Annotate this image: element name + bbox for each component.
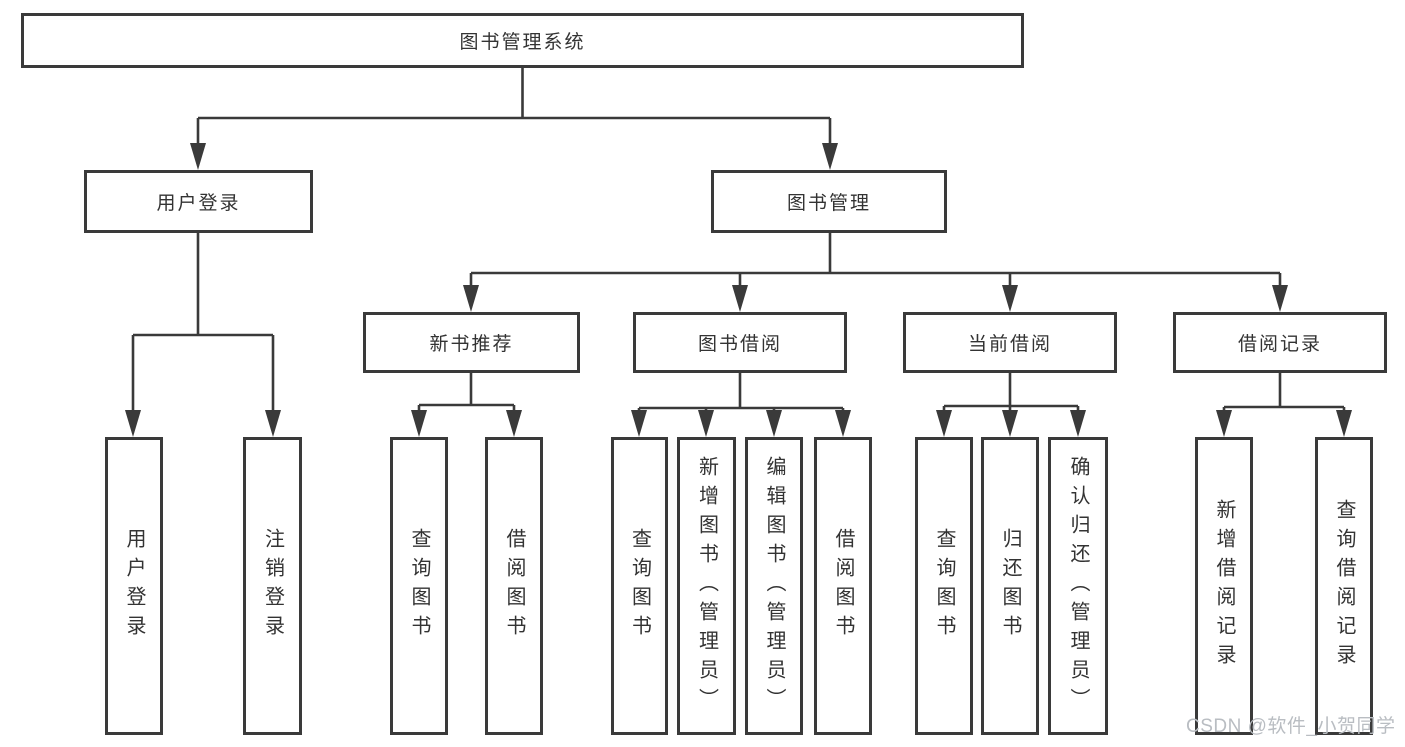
node-current-borrowing: 当前借阅 <box>903 312 1117 373</box>
arrowhead-icon <box>698 410 714 437</box>
leaf-user-login: 用户登录 <box>105 437 163 735</box>
arrowhead-icon <box>1070 410 1086 437</box>
node-book-borrowing: 图书借阅 <box>633 312 847 373</box>
arrowhead-icon <box>766 410 782 437</box>
leaf-borrow-books-recommend: 借阅图书 <box>485 437 543 735</box>
leaf-edit-books-admin: 编辑图书（管理员） <box>745 437 803 735</box>
arrowhead-icon <box>835 410 851 437</box>
node-borrowing-records: 借阅记录 <box>1173 312 1387 373</box>
leaf-query-borrow-record: 查询借阅记录 <box>1315 437 1373 735</box>
arrowhead-icon <box>822 143 838 170</box>
arrowhead-icon <box>265 410 281 437</box>
arrowhead-icon <box>1002 285 1018 312</box>
csdn-watermark: CSDN @软件_小贺同学 <box>1186 716 1396 737</box>
arrowhead-icon <box>631 410 647 437</box>
node-user-login: 用户登录 <box>84 170 313 233</box>
leaf-query-books-borrowing: 查询图书 <box>611 437 668 735</box>
arrowhead-icon <box>1002 410 1018 437</box>
leaf-confirm-return-admin: 确认归还（管理员） <box>1048 437 1108 735</box>
leaf-return-books: 归还图书 <box>981 437 1039 735</box>
arrowhead-icon <box>190 143 206 170</box>
leaf-add-books-admin: 新增图书（管理员） <box>677 437 736 735</box>
node-new-book-recommend: 新书推荐 <box>363 312 580 373</box>
arrowhead-icon <box>1272 285 1288 312</box>
node-library-management-system: 图书管理系统 <box>21 13 1024 68</box>
arrowhead-icon <box>936 410 952 437</box>
leaf-borrow-books: 借阅图书 <box>814 437 872 735</box>
arrowhead-icon <box>411 410 427 437</box>
node-book-management: 图书管理 <box>711 170 947 233</box>
leaf-query-books-current: 查询图书 <box>915 437 973 735</box>
leaf-add-borrow-record: 新增借阅记录 <box>1195 437 1253 735</box>
leaf-logout: 注销登录 <box>243 437 302 735</box>
arrowhead-icon <box>125 410 141 437</box>
arrowhead-icon <box>463 285 479 312</box>
leaf-query-books-recommend: 查询图书 <box>390 437 448 735</box>
arrowhead-icon <box>732 285 748 312</box>
arrowhead-icon <box>1216 410 1232 437</box>
arrowhead-icon <box>1336 410 1352 437</box>
arrowhead-icon <box>506 410 522 437</box>
